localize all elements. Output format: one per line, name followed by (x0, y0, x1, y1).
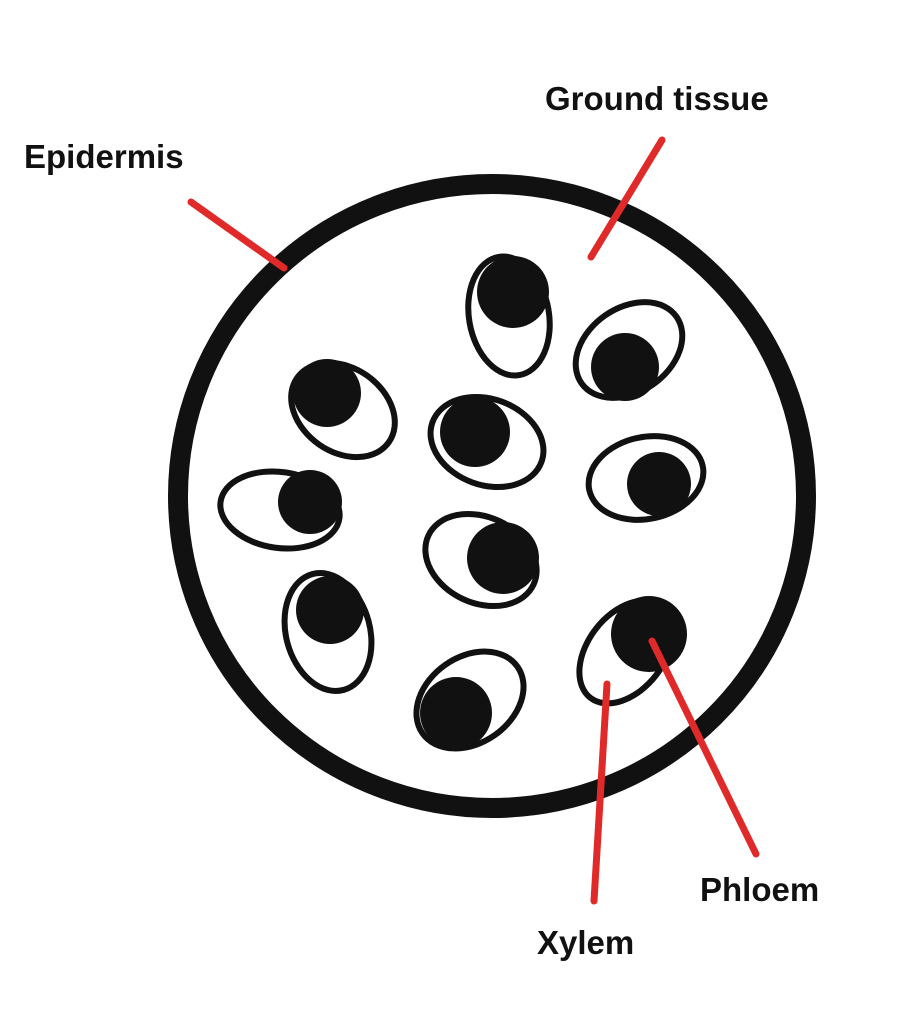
bundle-core (293, 359, 361, 427)
bundle-core (611, 596, 687, 672)
vascular-bundle (572, 299, 686, 401)
phloem-pointer (648, 637, 760, 858)
bundle-core (467, 522, 539, 594)
vascular-bundle (576, 596, 687, 707)
ground-tissue-pointer (587, 136, 666, 261)
vascular-bundle (465, 253, 553, 379)
bundle-core (591, 333, 659, 401)
ground-tissue-label: Ground tissue (545, 80, 769, 117)
vascular-bundle (413, 648, 527, 752)
vascular-bundle (217, 468, 343, 552)
vascular-bundle (585, 433, 707, 523)
bundle-core (627, 452, 691, 516)
vascular-bundle (427, 393, 547, 491)
bundle-core (296, 576, 364, 644)
bundle-core (278, 470, 342, 534)
vascular-bundle (281, 570, 375, 694)
bundle-core (477, 256, 549, 328)
xylem-label: Xylem (537, 924, 635, 961)
vascular-bundle (422, 510, 540, 610)
vascular-bundle (288, 359, 398, 461)
epidermis-label: Epidermis (24, 138, 184, 175)
phloem-label: Phloem (700, 871, 820, 908)
bundle-core (440, 397, 510, 467)
bundle-core (420, 677, 492, 749)
epidermis-pointer (187, 198, 288, 272)
xylem-pointer (590, 680, 611, 905)
